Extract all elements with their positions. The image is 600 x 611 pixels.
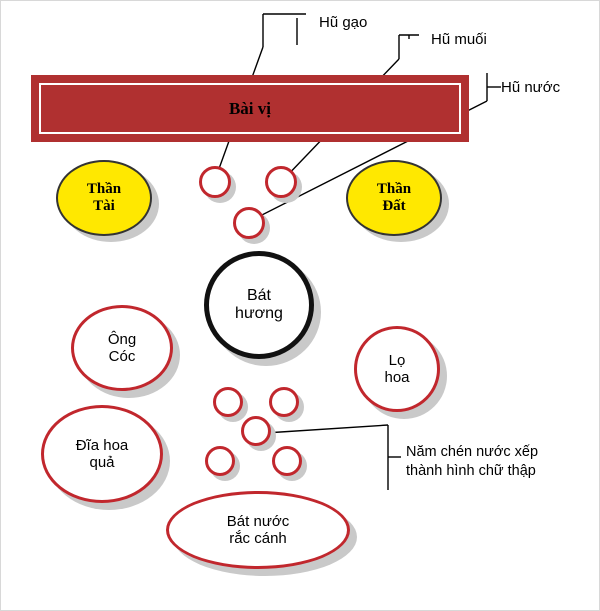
than-dat-label-line1: Thần [376,180,412,197]
hu-muoi-jar [265,166,297,198]
chen-nuoc-2 [269,387,299,417]
callout-hu-muoi: Hũ muối [431,31,487,48]
bat-huong-node: Bát hương [204,251,314,359]
ong-coc-label-line1: Ông [107,330,137,348]
hu-nuoc-jar [233,207,265,239]
bat-huong-label-line1: Bát [246,286,271,304]
hu-gao-jar [199,166,231,198]
chen-nuoc-4 [205,446,235,476]
bat-nuoc-rac-canh-node: Bát nước rắc cánh [166,491,350,569]
bai-vi-plaque-inner: Bài vị [39,83,461,134]
ong-coc-node: Ông Cóc [71,305,173,391]
callout-hu-nuoc: Hũ nước [501,79,561,96]
than-tai-label-line1: Thần [86,180,122,197]
chen-nuoc-5 [272,446,302,476]
callout-hu-gao: Hũ gạo [319,14,368,31]
bat-huong-label-line2: hương [235,305,283,322]
bat-nuoc-rac-canh-label-line2: rắc cánh [229,530,287,547]
callout-nam-chen-nuoc: Năm chén nước xếp thành hình chữ thập [406,444,539,479]
chen-nuoc-3 [241,416,271,446]
dia-hoa-qua-label-line2: quả [89,454,115,471]
than-dat-label-line2: Đất [382,198,406,214]
bat-nuoc-rac-canh-label-line1: Bát nước [226,512,290,530]
bai-vi-label: Bài vị [228,98,272,118]
than-dat-node: Thần Đất [346,160,442,236]
than-tai-label-line2: Tài [93,198,115,214]
dia-hoa-qua-label-line1: Đĩa hoa [75,436,129,454]
ong-coc-label-line2: Cóc [108,348,136,365]
lo-hoa-label-line1: Lọ [388,351,406,369]
than-tai-node: Thần Tài [56,160,152,236]
lo-hoa-node: Lọ hoa [354,326,440,412]
chen-nuoc-1 [213,387,243,417]
dia-hoa-qua-node: Đĩa hoa quả [41,405,163,503]
lo-hoa-label-line2: hoa [384,369,410,386]
bai-vi-plaque: Bài vị [31,75,469,142]
